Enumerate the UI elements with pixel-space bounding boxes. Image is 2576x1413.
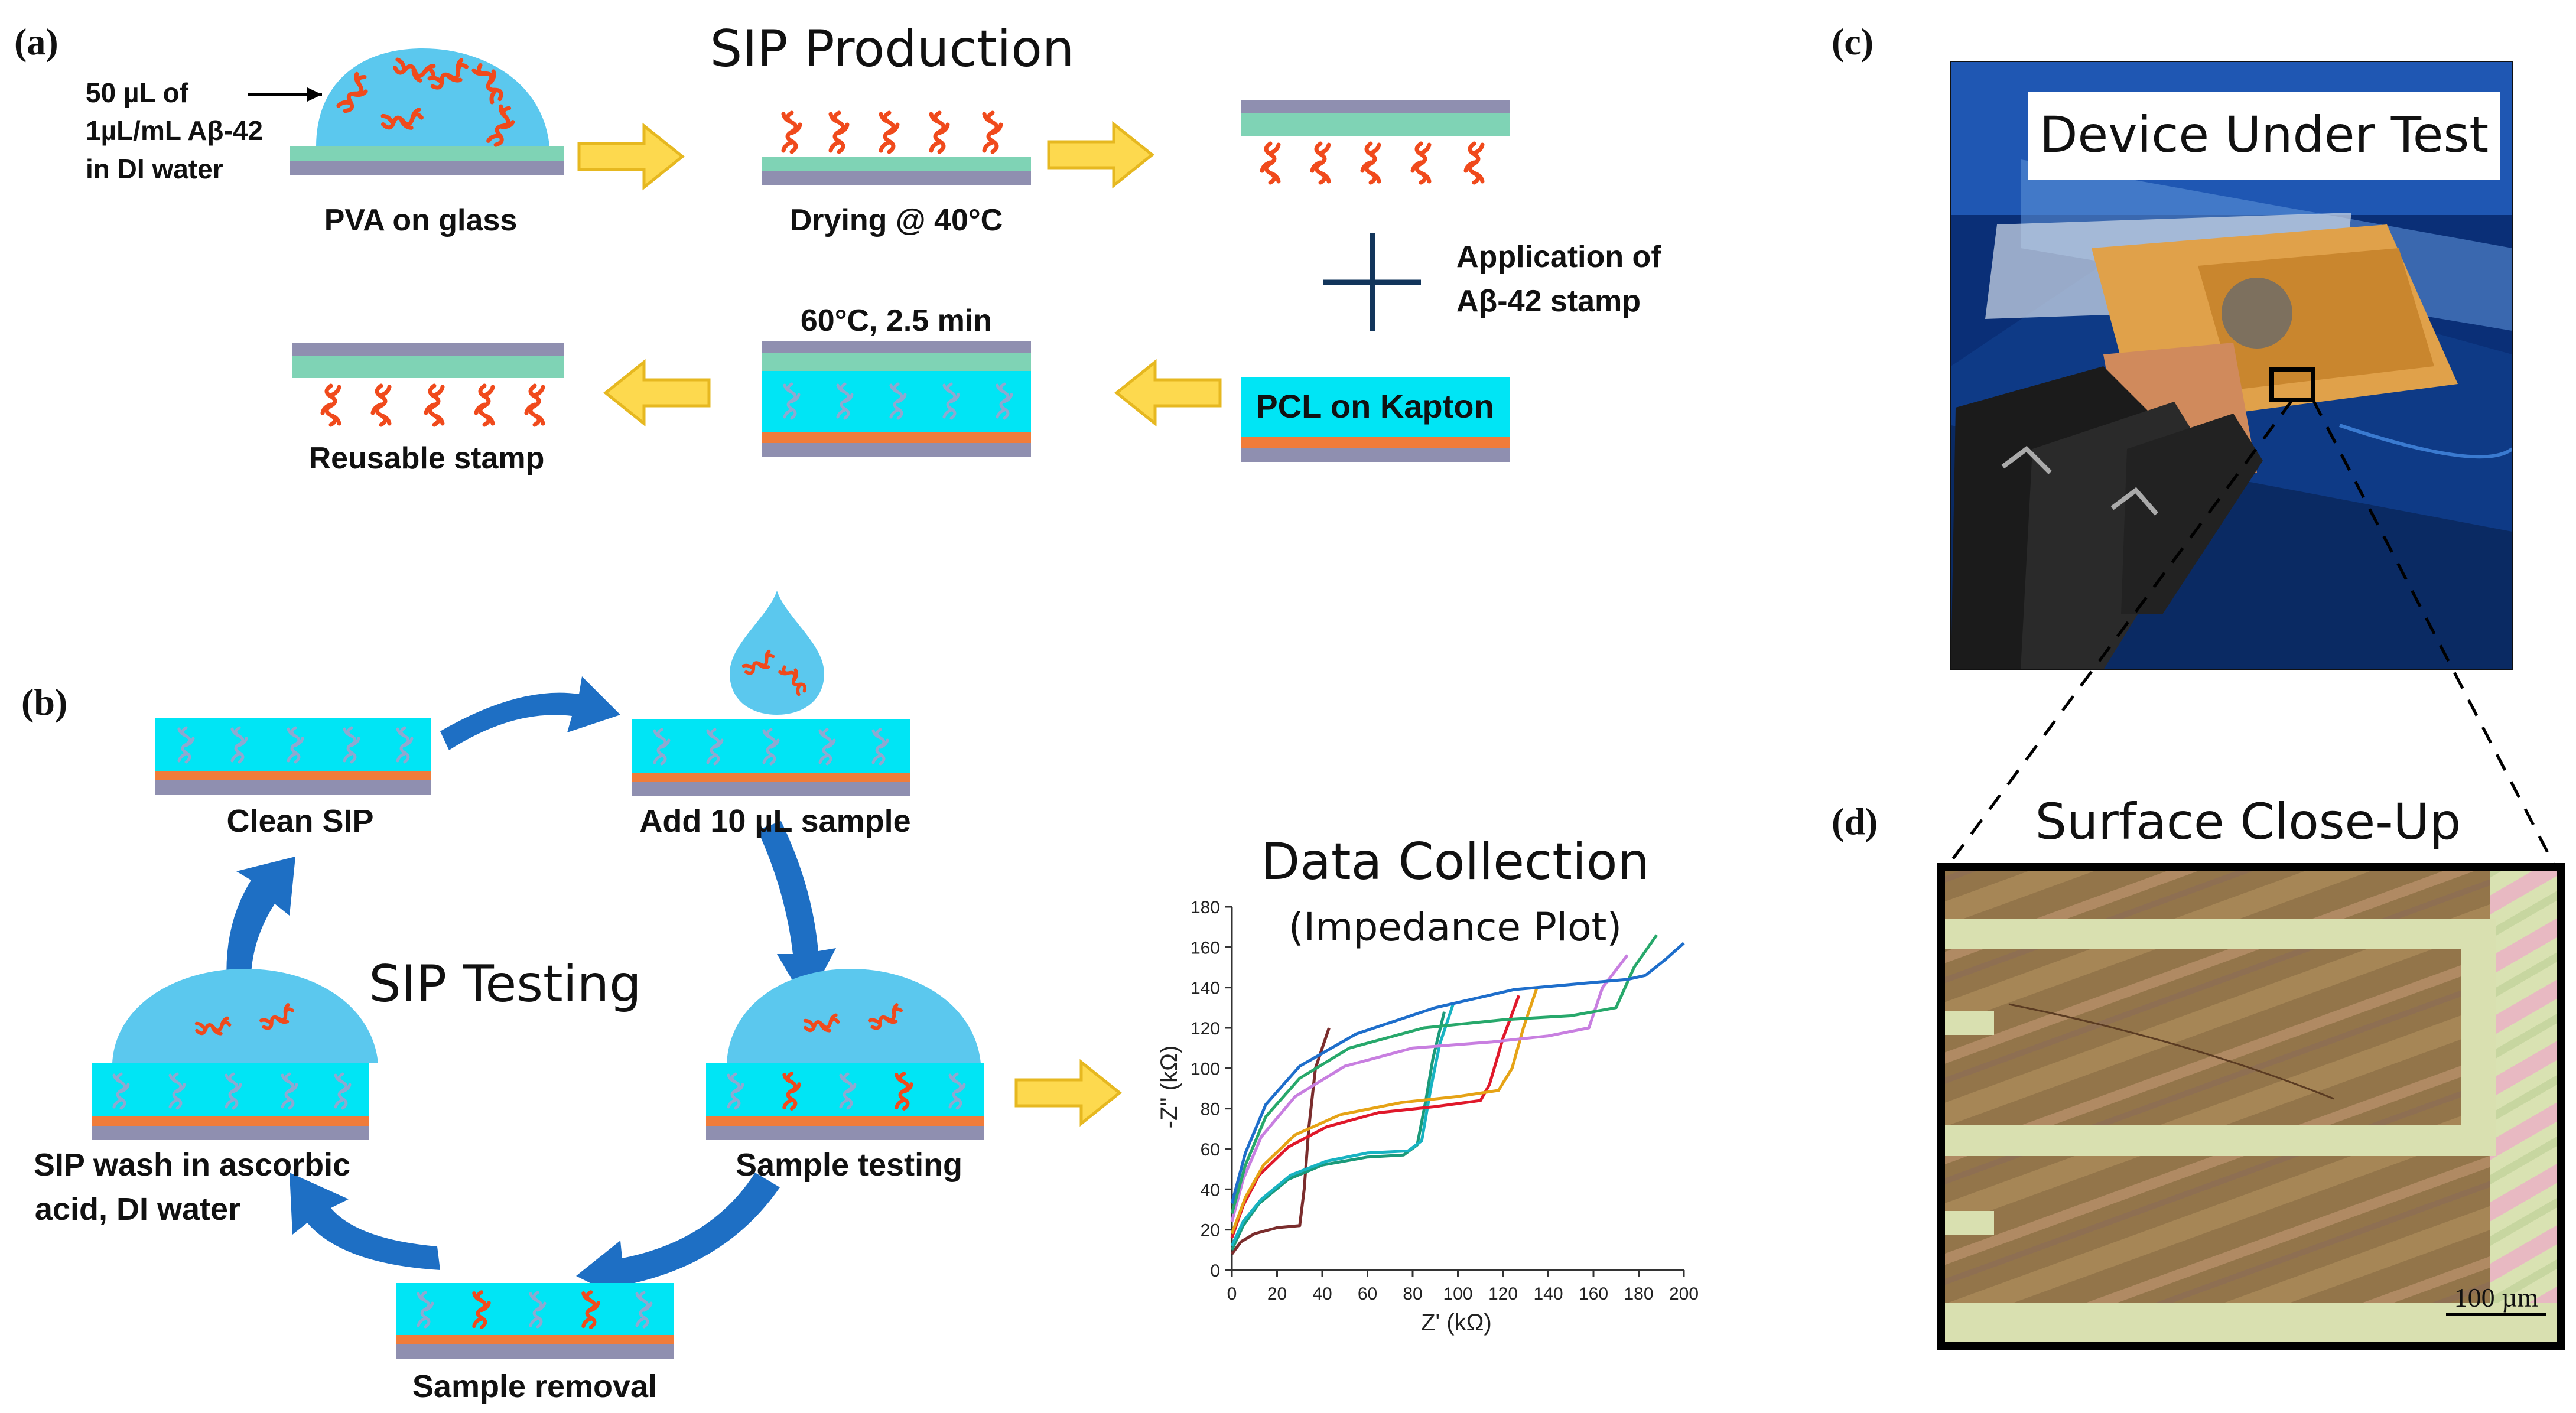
chart-series-line-1 bbox=[1230, 1027, 1331, 1255]
clean-sip bbox=[155, 718, 431, 795]
dried-layer bbox=[762, 113, 1031, 185]
chart-x-tick-label: 20 bbox=[1267, 1284, 1287, 1304]
chart-x-tick-label: 140 bbox=[1533, 1284, 1563, 1304]
add-sample-label: Add 10 µL sample bbox=[639, 803, 910, 839]
reusable-stamp bbox=[292, 343, 564, 425]
sample-drop bbox=[730, 591, 824, 715]
production-arrow-3 bbox=[1117, 362, 1220, 424]
application-label-1: Application of bbox=[1456, 240, 1661, 274]
sample-removal-sip bbox=[396, 1283, 674, 1359]
production-arrow-2 bbox=[1049, 124, 1152, 185]
droplet-note-3: in DI water bbox=[86, 154, 223, 184]
wash-sip bbox=[92, 969, 378, 1140]
chart-y-tick-label: 120 bbox=[1191, 1019, 1220, 1038]
chart-y-tick-label: 60 bbox=[1201, 1140, 1220, 1160]
chart-y-tick-label: 160 bbox=[1191, 938, 1220, 958]
wash-label-1: SIP wash in ascorbic bbox=[34, 1147, 350, 1183]
sample-removal-label: Sample removal bbox=[412, 1369, 657, 1404]
device-photo bbox=[1950, 61, 2513, 670]
chart-series-line-3 bbox=[1230, 1003, 1455, 1247]
chart-y-tick-label: 40 bbox=[1201, 1180, 1220, 1200]
chart-x-tick-label: 180 bbox=[1624, 1284, 1653, 1304]
pcl-label: PCL on Kapton bbox=[1256, 388, 1494, 425]
add-sample-sip bbox=[632, 719, 910, 796]
droplet-on-pva bbox=[290, 48, 564, 175]
flipped-stamp bbox=[1241, 100, 1510, 183]
panel-label-b: (b) bbox=[21, 681, 67, 723]
data-collection-title: Data Collection bbox=[1261, 832, 1650, 891]
scale-bar-label: 100 µm bbox=[2454, 1282, 2539, 1313]
sip-testing-title: SIP Testing bbox=[369, 955, 642, 1014]
chart-x-tick-label: 200 bbox=[1669, 1284, 1699, 1304]
chart-series-line-7 bbox=[1230, 934, 1658, 1214]
data-arrow bbox=[1016, 1062, 1120, 1124]
chart-y-tick-label: 0 bbox=[1210, 1261, 1220, 1281]
chart-y-axis-label: -Z'' (kΩ) bbox=[1156, 1046, 1182, 1129]
panel-label-d: (d) bbox=[1832, 800, 1878, 842]
surface-micrograph bbox=[1937, 863, 2565, 1350]
reusable-label: Reusable stamp bbox=[309, 441, 545, 476]
chart-x-tick-label: 60 bbox=[1358, 1284, 1377, 1304]
chart-series-line-4 bbox=[1230, 995, 1521, 1239]
wash-label-2: acid, DI water bbox=[35, 1191, 240, 1227]
cycle-arrows bbox=[226, 676, 836, 1303]
sample-testing-label: Sample testing bbox=[736, 1147, 962, 1183]
pva-label: PVA on glass bbox=[324, 203, 518, 237]
pcl-on-kapton bbox=[1241, 377, 1510, 462]
chart-axes: 0 20 40 60 80 100 120 140 160 180 200 0 20 40 60 80 100 1… bbox=[1191, 898, 1699, 1304]
impedance-chart: 0 20 40 60 80 100 120 140 160 180 200 0 20 40 60 80 100 1… bbox=[1156, 898, 1699, 1336]
chart-series-line-8 bbox=[1230, 942, 1685, 1204]
chart-y-tick-label: 140 bbox=[1191, 979, 1220, 998]
zoom-line-left bbox=[1945, 399, 2294, 868]
chart-y-tick-label: 20 bbox=[1201, 1221, 1220, 1241]
droplet-note-1: 50 µL of bbox=[86, 77, 189, 108]
device-title: Device Under Test bbox=[2040, 106, 2489, 164]
chart-x-tick-label: 40 bbox=[1312, 1284, 1332, 1304]
press-label: 60°C, 2.5 min bbox=[801, 304, 992, 338]
press-stack bbox=[762, 341, 1031, 457]
chart-x-tick-label: 100 bbox=[1443, 1284, 1472, 1304]
chart-y-tick-label: 80 bbox=[1201, 1100, 1220, 1119]
droplet-note-2: 1µL/mL Aβ-42 bbox=[86, 115, 263, 146]
chart-x-tick-label: 160 bbox=[1579, 1284, 1608, 1304]
panel-label-c: (c) bbox=[1832, 21, 1874, 63]
chart-x-tick-label: 0 bbox=[1227, 1284, 1237, 1304]
chart-x-axis-label: Z' (kΩ) bbox=[1421, 1310, 1492, 1336]
zoom-line-right bbox=[2311, 399, 2557, 868]
production-arrow-1 bbox=[579, 126, 682, 187]
production-arrow-4 bbox=[606, 362, 709, 424]
surface-title: Surface Close-Up bbox=[2035, 793, 2461, 851]
application-label-2: Aβ-42 stamp bbox=[1456, 284, 1641, 318]
chart-y-tick-label: 100 bbox=[1191, 1059, 1220, 1079]
sample-testing-sip bbox=[706, 969, 984, 1140]
drying-label: Drying @ 40°C bbox=[790, 203, 1003, 237]
chart-series bbox=[1230, 934, 1685, 1255]
sip-production-title: SIP Production bbox=[710, 19, 1075, 79]
chart-series-line-6 bbox=[1230, 954, 1629, 1222]
chart-y-tick-label: 180 bbox=[1191, 898, 1220, 917]
device-title-box bbox=[2028, 92, 2500, 180]
chart-x-tick-label: 120 bbox=[1488, 1284, 1518, 1304]
chart-x-tick-label: 80 bbox=[1403, 1284, 1422, 1304]
clean-sip-label: Clean SIP bbox=[226, 803, 373, 839]
plus-sign bbox=[1323, 233, 1421, 331]
panel-label-a: (a) bbox=[14, 21, 58, 63]
data-collection-subtitle: (Impedance Plot) bbox=[1289, 904, 1622, 950]
chart-series-line-5 bbox=[1230, 987, 1539, 1235]
